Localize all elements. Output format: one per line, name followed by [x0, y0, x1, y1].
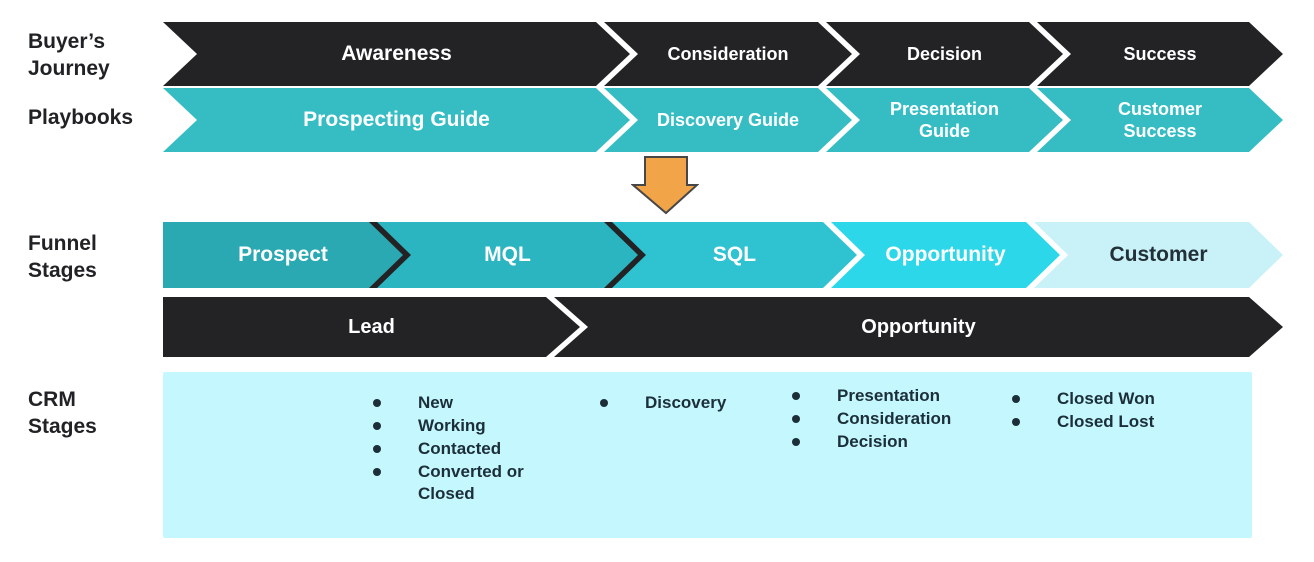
pipeline-segment-opportunity: Opportunity [554, 297, 1283, 357]
funnel-segment-customer: Customer [1034, 222, 1283, 288]
crm-stages-label-line1: CRM [28, 388, 76, 411]
bullet-icon [373, 445, 381, 453]
playbook-segment-prospecting-guide: Prospecting Guide [163, 88, 630, 152]
crm-column-opportunity: Presentation Consideration Decision [792, 385, 987, 454]
journey-segment-awareness: Awareness [163, 22, 630, 86]
playbooks-row: Prospecting Guide Discovery Guide Presen… [0, 88, 1314, 152]
list-item: Contacted [373, 438, 550, 460]
playbook-segment-presentation-guide: Presentation Guide [826, 88, 1063, 152]
funnel-stages-row: Prospect MQL SQL Opportunity Customer [0, 222, 1314, 288]
crm-stages-box: New Working Contacted Converted or Close… [163, 372, 1252, 538]
funnel-stages-label-line2: Stages [28, 259, 97, 282]
buyers-journey-row: Awareness Consideration Decision Success [0, 22, 1314, 86]
list-item: Consideration [792, 408, 987, 430]
funnel-segment-sql: SQL [612, 222, 857, 288]
list-item: Converted or Closed [373, 461, 550, 505]
funnel-stages-label: Funnel Stages [28, 230, 97, 284]
playbook-segment-customer-success: Customer Success [1037, 88, 1283, 152]
bullet-icon [600, 399, 608, 407]
crm-column-lead: New Working Contacted Converted or Close… [373, 392, 550, 506]
bullet-icon [1012, 418, 1020, 426]
crm-stages-label: CRM Stages [28, 386, 97, 440]
pipeline-segment-lead: Lead [163, 297, 580, 357]
buyers-journey-label-line1: Buyer’s [28, 30, 106, 53]
journey-segment-consideration: Consideration [604, 22, 852, 86]
playbook-segment-discovery-guide: Discovery Guide [604, 88, 852, 152]
list-item: Decision [792, 431, 987, 453]
bullet-icon [792, 438, 800, 446]
bullet-icon [792, 415, 800, 423]
bullet-icon [373, 399, 381, 407]
journey-segment-decision: Decision [826, 22, 1063, 86]
down-arrow-icon [631, 156, 699, 215]
playbooks-label: Playbooks [28, 106, 134, 129]
funnel-segment-mql: MQL [377, 222, 638, 288]
list-item: New [373, 392, 550, 414]
list-item: Closed Lost [1012, 411, 1197, 433]
list-item: Discovery [600, 392, 775, 414]
list-item: Closed Won [1012, 388, 1197, 410]
list-item: Working [373, 415, 550, 437]
bullet-icon [792, 392, 800, 400]
crm-stages-label-line2: Stages [28, 415, 97, 438]
buyers-journey-label-line2: Journey [28, 57, 110, 80]
list-item: Presentation [792, 385, 987, 407]
crm-column-closed: Closed Won Closed Lost [1012, 388, 1197, 434]
buyers-journey-label: Buyer’s Journey [28, 28, 110, 82]
funnel-segment-opportunity: Opportunity [831, 222, 1060, 288]
funnel-segment-prospect: Prospect [163, 222, 403, 288]
bullet-icon [373, 468, 381, 476]
bullet-icon [373, 422, 381, 430]
funnel-stages-label-line1: Funnel [28, 232, 97, 255]
bullet-icon [1012, 395, 1020, 403]
crm-column-discovery: Discovery [600, 392, 775, 415]
pipeline-row: Lead Opportunity [0, 297, 1314, 357]
journey-segment-success: Success [1037, 22, 1283, 86]
